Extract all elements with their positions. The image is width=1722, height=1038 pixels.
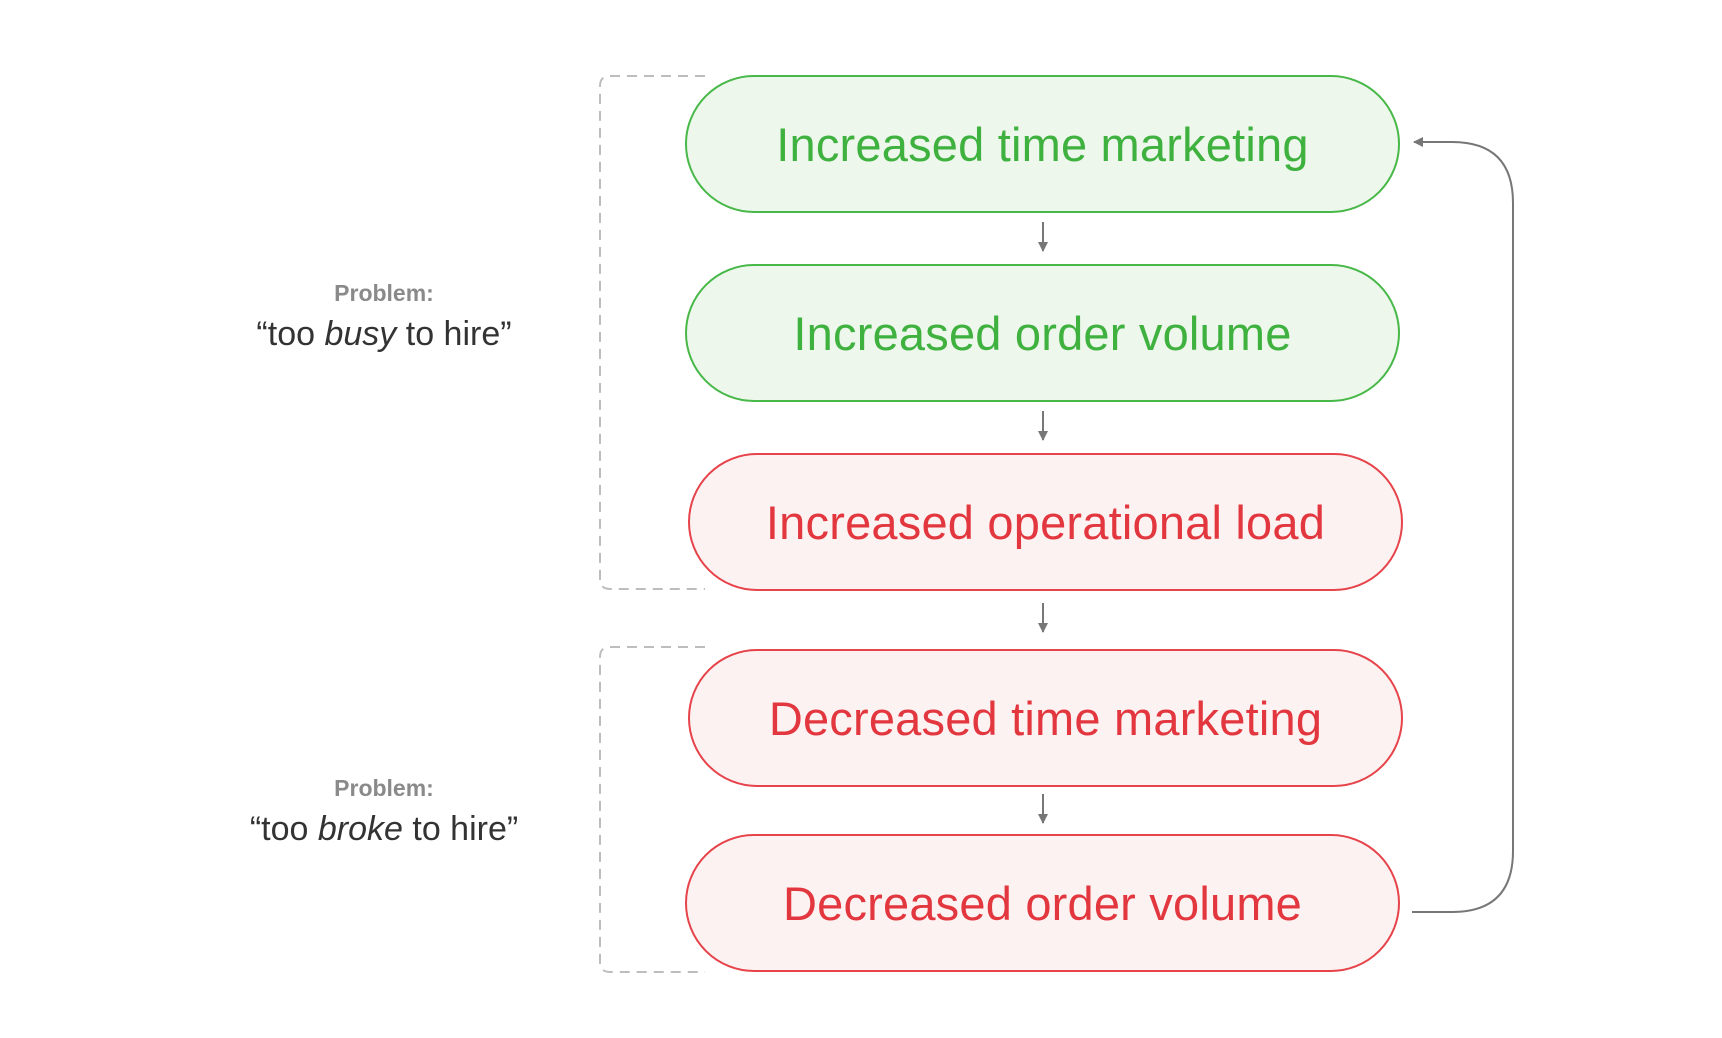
step-increased-time-marketing: Increased time marketing [685, 75, 1400, 213]
problem-busy-label: Problem: [334, 280, 434, 306]
step-label: Increased operational load [765, 495, 1326, 549]
step-label: Increased time marketing [776, 117, 1309, 171]
step-increased-order-volume: Increased order volume [685, 264, 1400, 402]
problem-broke-label: Problem: [334, 775, 434, 801]
problem-busy-quote: “too busy to hire” [256, 315, 512, 353]
step-label: Increased order volume [793, 306, 1292, 360]
step-label: Decreased time marketing [768, 691, 1323, 745]
step-decreased-time-marketing: Decreased time marketing [688, 649, 1403, 787]
problem-busy-annotation: Problem: “too busy to hire” [184, 278, 584, 356]
problem-broke-annotation: Problem: “too broke to hire” [184, 773, 584, 851]
step-increased-operational-load: Increased operational load [688, 453, 1403, 591]
feedback-loop-arrow [1412, 137, 1514, 913]
problem-broke-quote: “too broke to hire” [249, 810, 519, 848]
step-label: Decreased order volume [782, 876, 1303, 930]
step-decreased-order-volume: Decreased order volume [685, 834, 1400, 972]
